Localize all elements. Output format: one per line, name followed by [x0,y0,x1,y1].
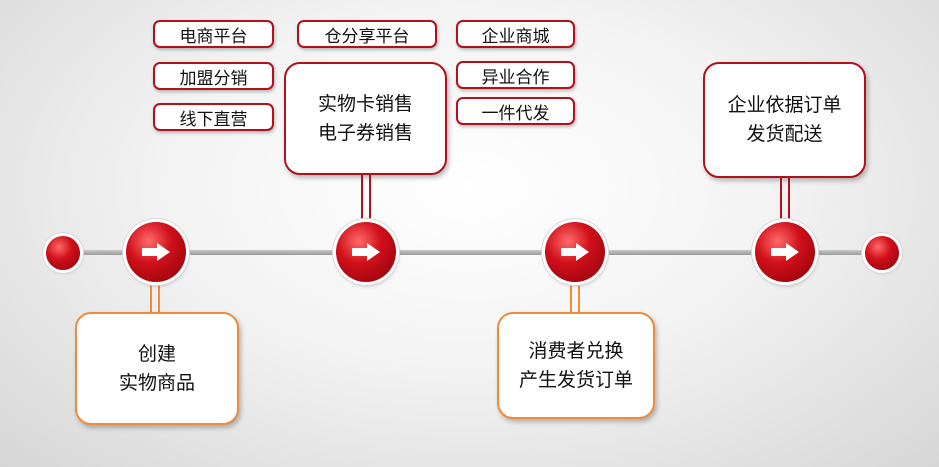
tag-cross-industry: 异业合作 [456,61,575,89]
connector-consumer-redeem [570,282,580,313]
tag-warehouse-share-platform: 仓分享平台 [297,20,437,48]
step-box-create-product: 创建 实物商品 [75,312,239,425]
timeline-bar [62,250,882,255]
right-arrow-icon [771,243,799,261]
step-box-line: 创建 [137,342,176,365]
connector-card-sales [361,174,371,222]
step-box-enterprise-delivery: 企业依据订单 发货配送 [703,62,866,178]
tag-enterprise-mall: 企业商城 [456,20,575,48]
step-box-line: 企业依据订单 [727,94,842,116]
right-arrow-icon [352,243,380,261]
connector-create-product [150,282,160,313]
right-arrow-icon [142,243,170,261]
timeline-end-dot [865,236,899,270]
step-box-line: 发货配送 [746,123,823,145]
step-node-3 [545,222,605,282]
step-box-consumer-redeem: 消费者兑换 产生发货订单 [497,312,655,419]
connector-enterprise-delivery [780,177,790,222]
step-node-1 [126,222,186,282]
right-arrow-icon [561,243,589,261]
step-box-line: 实物商品 [118,371,195,394]
timeline-start-dot [46,236,80,270]
tag-franchise-distribution: 加盟分销 [153,62,274,90]
step-box-card-sales: 实物卡销售 电子券销售 [284,62,447,175]
step-box-line: 产生发货订单 [518,368,633,391]
step-box-line: 实物卡销售 [317,92,413,115]
tag-ecommerce-platform: 电商平台 [153,20,274,48]
tag-offline-direct: 线下直营 [153,103,274,131]
step-box-line: 消费者兑换 [528,339,624,362]
step-box-line: 电子券销售 [317,121,413,144]
step-node-2 [336,222,396,282]
tag-dropshipping: 一件代发 [456,97,575,125]
step-node-4 [755,222,815,282]
